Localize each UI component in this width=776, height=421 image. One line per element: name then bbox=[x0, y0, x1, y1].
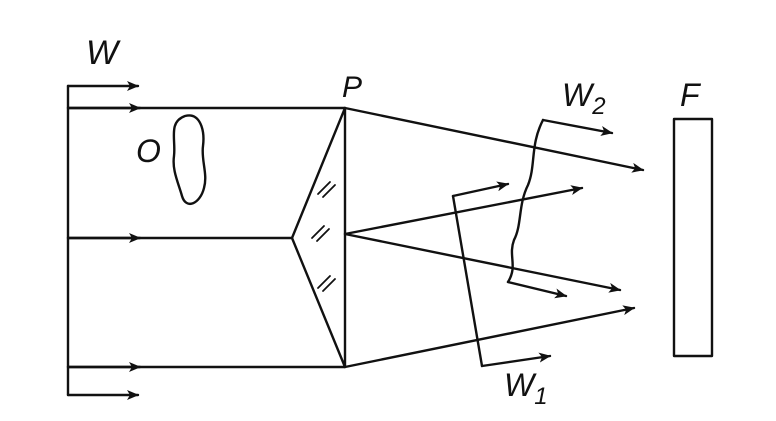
label-w1-sub: 1 bbox=[534, 383, 547, 410]
label-w2: W2 bbox=[562, 77, 606, 120]
w1-bottom-arrow bbox=[480, 352, 552, 368]
w2-bottom-arrow bbox=[506, 280, 568, 299]
label-w1-main: W bbox=[504, 367, 537, 403]
outgoing-ray-top bbox=[343, 106, 645, 173]
outgoing-ray-upper-deflected bbox=[343, 185, 584, 236]
label-w2-main: W bbox=[562, 77, 595, 113]
wavefront-w1 bbox=[451, 194, 484, 368]
w1-top-arrow bbox=[451, 181, 510, 198]
object-blob bbox=[172, 114, 207, 206]
w2-top-arrow bbox=[541, 118, 614, 136]
label-p: P bbox=[342, 71, 362, 104]
biprism bbox=[290, 106, 347, 369]
wavefront-w2 bbox=[506, 118, 545, 284]
outgoing-ray-bottom bbox=[343, 305, 636, 369]
label-w1: W1 bbox=[504, 367, 548, 410]
film-plate bbox=[672, 117, 714, 358]
label-o: O bbox=[136, 133, 161, 169]
label-w2-sub: 2 bbox=[591, 93, 605, 120]
label-w: W bbox=[86, 34, 121, 72]
outgoing-ray-lower-deflected bbox=[343, 232, 622, 293]
label-f: F bbox=[680, 77, 702, 113]
biprism-hatching bbox=[311, 181, 336, 292]
